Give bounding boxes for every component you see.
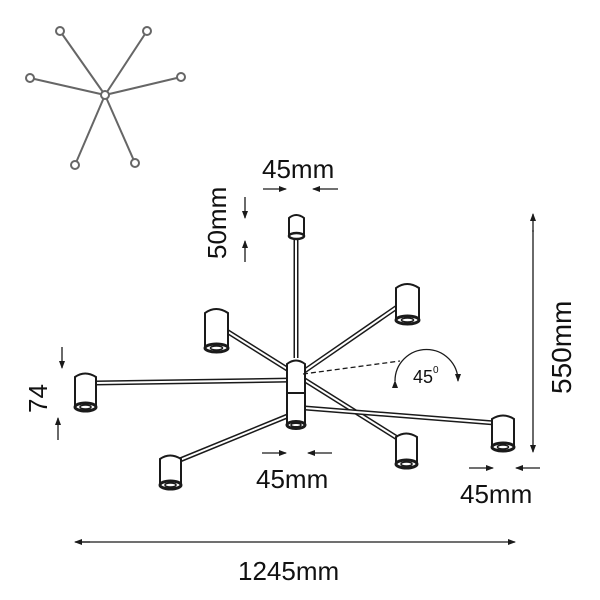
lamp-lower-left — [158, 454, 183, 491]
lamp-lower-right — [394, 432, 419, 470]
top-cap-width-label: 45mm — [262, 154, 334, 184]
lamp-heads — [73, 214, 516, 491]
fixture-arms — [94, 238, 496, 465]
total-width-label: 1245mm — [238, 556, 339, 586]
top-view-icon — [25, 26, 186, 170]
right-lamp-width-label: 45mm — [460, 479, 532, 509]
tilt-angle-indicator — [302, 348, 461, 389]
dimension-arrows — [55, 186, 540, 545]
tilt-angle-value: 45 — [413, 367, 433, 387]
lamp-upper-left — [203, 308, 230, 354]
central-body — [285, 359, 307, 430]
lamp-left — [73, 372, 98, 413]
degree-mark: 0 — [433, 365, 439, 376]
lamp-upper-right — [394, 283, 421, 326]
lamp-far-right — [490, 414, 516, 453]
lamp-height-label: 74 — [23, 384, 53, 413]
total-height-label: 550mm — [546, 301, 577, 394]
body-width-label: 45mm — [256, 464, 328, 494]
top-cap-height-label: 50mm — [202, 187, 232, 259]
ceiling-cap — [287, 214, 306, 241]
